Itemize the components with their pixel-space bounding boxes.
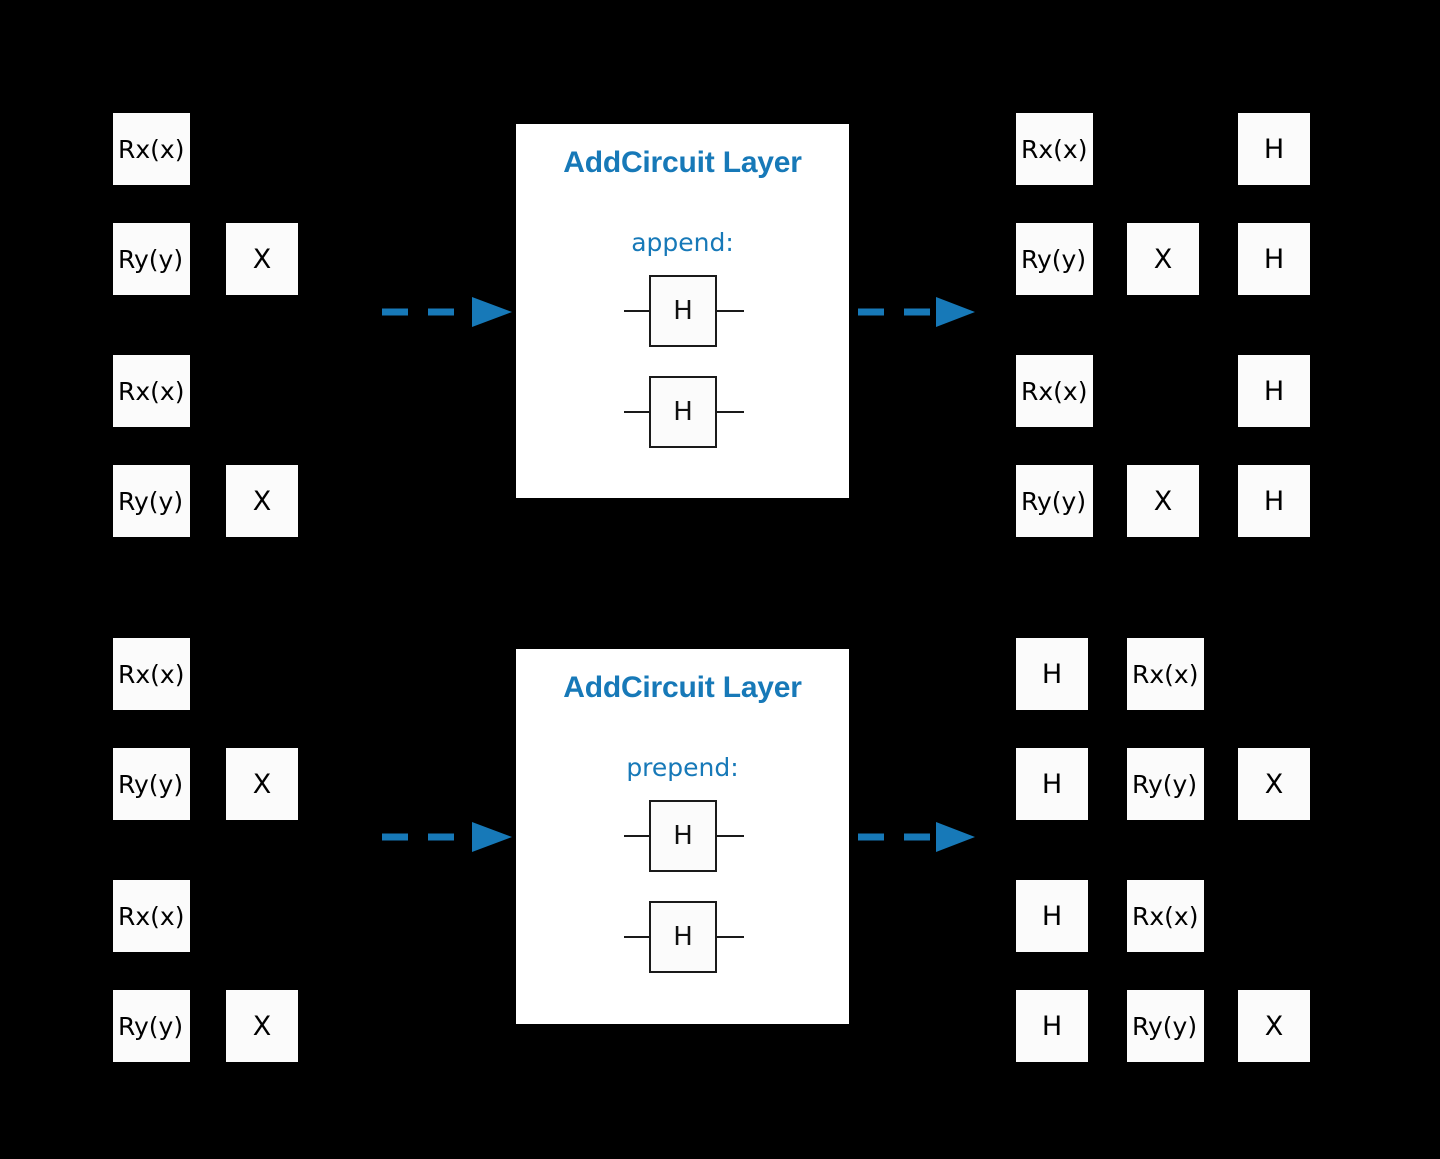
gate-box: H [1238,465,1310,537]
panel-mode-label: append: [631,228,734,257]
panel-mode-label: prepend: [626,753,739,782]
gate-box: Rx(x) [113,113,190,185]
panel-hgate-1: H [624,275,744,347]
gate-box: H [1016,880,1088,952]
h-gate-box: H [649,275,717,347]
gate-box: Rx(x) [113,638,190,710]
gate-box: Rx(x) [1127,880,1204,952]
wire-right [717,936,744,938]
gate-box: Ry(y) [113,223,190,295]
gate-box: Rx(x) [1127,638,1204,710]
panel-title: AddCircuit Layer [563,146,802,179]
gate-box: Rx(x) [1016,355,1093,427]
gate-box: X [226,465,298,537]
gate-box: X [1127,223,1199,295]
gate-box: X [226,748,298,820]
gate-box: H [1016,638,1088,710]
gate-box: H [1238,223,1310,295]
wire-right [717,310,744,312]
dashed-arrow-in-prepend [380,820,515,854]
dashed-arrow-in-append [380,295,515,329]
wire-left [624,411,651,413]
gate-box: Ry(y) [113,465,190,537]
gate-box: Ry(y) [113,748,190,820]
gate-box: H [1238,113,1310,185]
panel-hgate-1: H [624,800,744,872]
gate-box: X [1127,465,1199,537]
gate-box: X [226,990,298,1062]
panel-hgate-2: H [624,376,744,448]
gate-box: H [1016,990,1088,1062]
gate-box: Rx(x) [113,880,190,952]
wire-right [717,411,744,413]
gate-box: Ry(y) [113,990,190,1062]
gate-box: Rx(x) [113,355,190,427]
addcircuit-layer-panel-append: AddCircuit Layer append: H H [516,124,849,498]
wire-left [624,835,651,837]
wire-left [624,310,651,312]
h-gate-box: H [649,800,717,872]
panel-title: AddCircuit Layer [563,671,802,704]
gate-box: Ry(y) [1016,223,1093,295]
h-gate-box: H [649,376,717,448]
gate-box: H [1016,748,1088,820]
panel-hgate-2: H [624,901,744,973]
gate-box: H [1238,355,1310,427]
dashed-arrow-out-prepend [856,820,978,854]
gate-box: Ry(y) [1016,465,1093,537]
addcircuit-layer-panel-prepend: AddCircuit Layer prepend: H H [516,649,849,1024]
gate-box: Ry(y) [1127,748,1204,820]
dashed-arrow-out-append [856,295,978,329]
wire-right [717,835,744,837]
gate-box: X [1238,990,1310,1062]
wire-left [624,936,651,938]
gate-box: X [1238,748,1310,820]
gate-box: Ry(y) [1127,990,1204,1062]
h-gate-box: H [649,901,717,973]
gate-box: Rx(x) [1016,113,1093,185]
gate-box: X [226,223,298,295]
